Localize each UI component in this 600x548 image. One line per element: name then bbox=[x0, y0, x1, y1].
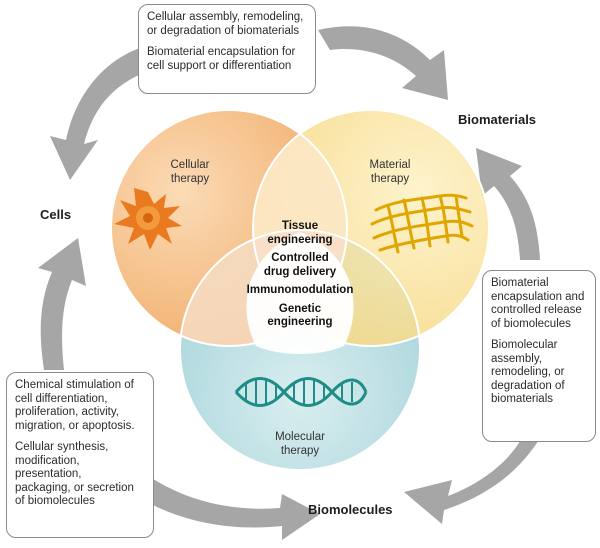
label-material-therapy: Material therapy bbox=[369, 159, 411, 185]
arrow-top-left bbox=[50, 48, 146, 180]
label-cellular-therapy: Cellular therapy bbox=[170, 159, 210, 185]
label-molecular-therapy: Molecular therapy bbox=[275, 431, 325, 457]
center-item-tissue-engineering: Tissue engineering bbox=[267, 220, 333, 246]
box-right-text-1: Biomaterial encapsulation and controlled… bbox=[491, 277, 585, 330]
arrow-top-right bbox=[318, 26, 448, 100]
box-top-text-1: Cellular assembly, remodeling, or degrad… bbox=[147, 11, 304, 37]
box-cells-biomaterials: Cellular assembly, remodeling, or degrad… bbox=[138, 4, 316, 94]
node-biomaterials: Biomaterials bbox=[458, 112, 537, 127]
box-left-text-2: Cellular synthesis, modification, presen… bbox=[15, 441, 134, 507]
center-item-immunomodulation: Immunomodulation bbox=[246, 284, 354, 296]
box-left-text-1: Chemical stimulation of cell differentia… bbox=[15, 379, 135, 432]
node-biomolecules: Biomolecules bbox=[308, 502, 393, 517]
venn-diagram bbox=[110, 109, 490, 471]
cycle-arrows bbox=[38, 26, 548, 540]
center-applications: Tissue engineering Controlled drug deliv… bbox=[220, 220, 380, 335]
arrow-right-down bbox=[404, 420, 548, 524]
arrow-left-up bbox=[38, 238, 86, 370]
box-biomaterials-biomolecules: Biomaterial encapsulation and controlled… bbox=[482, 270, 596, 442]
biomaterial-mesh-icon bbox=[370, 193, 474, 254]
cell-icon bbox=[114, 188, 182, 250]
center-overlap bbox=[246, 232, 354, 354]
center-item-genetic-engineering: Genetic engineering bbox=[267, 302, 333, 329]
node-cells: Cells bbox=[40, 207, 72, 222]
box-right-text-2: Biomolecular assembly, remodeling, or de… bbox=[491, 339, 565, 405]
center-item-controlled-drug-delivery: Controlled drug delivery bbox=[263, 252, 337, 278]
arrow-right-up bbox=[476, 148, 540, 260]
box-top-text-2: Biomaterial encapsulation for cell suppo… bbox=[147, 46, 296, 72]
box-cells-biomolecules: Chemical stimulation of cell differentia… bbox=[6, 372, 154, 538]
dna-icon bbox=[234, 377, 368, 407]
arrow-bottom bbox=[128, 470, 320, 540]
